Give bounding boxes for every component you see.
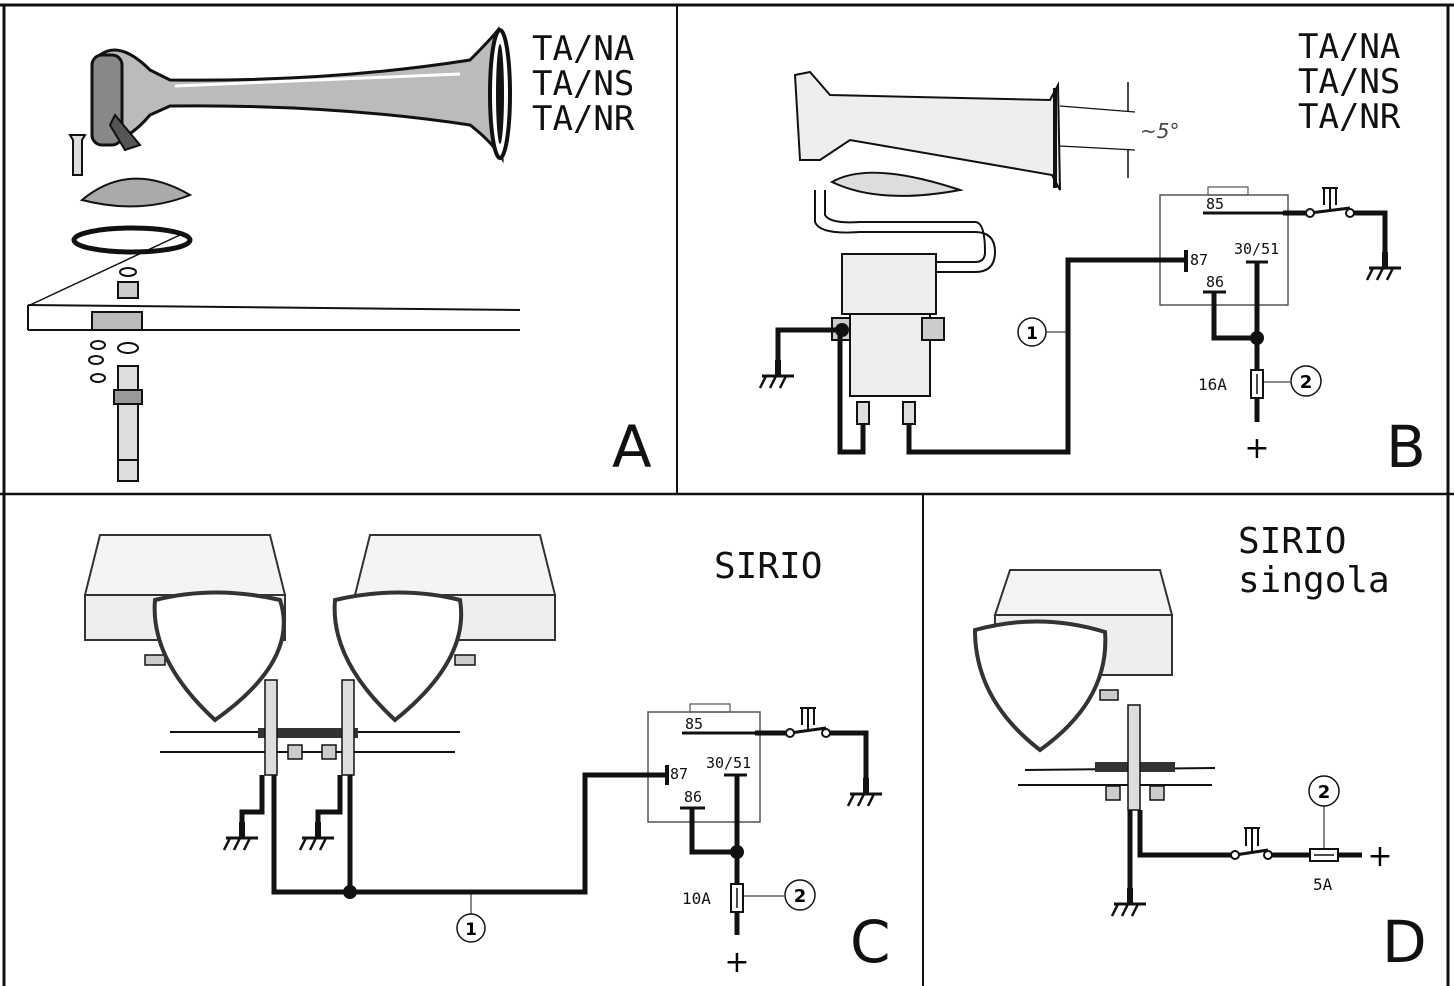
relay-pin-86: 86 bbox=[684, 788, 702, 806]
mounting-hardware-exploded bbox=[27, 134, 521, 482]
callout-fuse: 2 bbox=[794, 886, 807, 907]
model-label: TA/NA bbox=[1298, 27, 1400, 67]
callout-wire-circle bbox=[1017, 317, 1047, 347]
callout-fuse: 2 bbox=[1318, 782, 1331, 803]
air-horn-compressor-drawing bbox=[793, 70, 1061, 425]
fuse-c: 10A 2 bbox=[682, 879, 816, 913]
panel-b-model-list: TA/NA TA/NS TA/NR bbox=[1298, 27, 1401, 137]
fuse-d: 5A 2 bbox=[1308, 775, 1340, 894]
model-label: TA/NR bbox=[1298, 97, 1401, 137]
air-horn-trumpet-drawing bbox=[90, 25, 512, 164]
relay-pin-87: 87 bbox=[670, 765, 688, 783]
wiring-b bbox=[775, 210, 1388, 455]
panel-borders bbox=[0, 3, 1454, 986]
callout-wire: 1 bbox=[1026, 324, 1038, 344]
panel-title: SIRIO bbox=[714, 546, 822, 587]
relay-box: 85 87 30/51 86 bbox=[1159, 186, 1289, 306]
relay-pin-30-51: 30/51 bbox=[1234, 240, 1279, 258]
panel-c: SIRIO 85 87 bbox=[83, 534, 891, 980]
horn-push-button bbox=[1305, 187, 1355, 218]
battery-positive: + bbox=[1244, 431, 1269, 466]
relay-pin-87: 87 bbox=[1190, 251, 1208, 269]
panel-a-model-list: TA/NA TA/NS TA/NR bbox=[532, 29, 635, 139]
panel-letter: D bbox=[1382, 908, 1427, 976]
twin-horn-drawing bbox=[83, 534, 557, 776]
panel-a: TA/NA TA/NS TA/NR A bbox=[27, 25, 652, 482]
model-label: TA/NR bbox=[532, 99, 635, 139]
panel-letter: C bbox=[850, 908, 891, 976]
wiring-d bbox=[1127, 810, 1362, 898]
battery-positive: + bbox=[724, 945, 749, 980]
relay-pin-85: 85 bbox=[685, 715, 703, 733]
fuse-b: 16A 2 bbox=[1198, 365, 1322, 399]
panel-title: SIRIO bbox=[1238, 521, 1346, 562]
horn-push-button bbox=[785, 707, 831, 738]
relay-pin-85: 85 bbox=[1206, 195, 1224, 213]
callout-wire-circle bbox=[456, 913, 486, 943]
single-horn-drawing bbox=[972, 569, 1216, 811]
wiring-c bbox=[239, 730, 869, 935]
relay-box: 85 87 30/51 86 bbox=[647, 703, 761, 823]
callout-fuse: 2 bbox=[1300, 372, 1313, 393]
model-label: TA/NS bbox=[532, 64, 634, 104]
panel-letter: B bbox=[1386, 413, 1426, 481]
battery-positive: + bbox=[1367, 839, 1392, 874]
panel-letter: A bbox=[612, 413, 652, 481]
relay-pin-86: 86 bbox=[1206, 273, 1224, 291]
model-label: TA/NS bbox=[1298, 62, 1400, 102]
relay-pin-30-51: 30/51 bbox=[706, 754, 751, 772]
fuse-rating: 5A bbox=[1313, 875, 1333, 894]
horn-push-button bbox=[1230, 827, 1273, 860]
panel-d: SIRIO singola bbox=[972, 521, 1427, 976]
fuse-rating: 10A bbox=[682, 889, 711, 908]
panel-b: TA/NA TA/NS TA/NR ~5° bbox=[760, 27, 1426, 481]
fuse-rating: 16A bbox=[1198, 375, 1227, 394]
callout-wire: 1 bbox=[465, 920, 477, 940]
panel-title: singola bbox=[1238, 560, 1390, 601]
angle-label: ~5° bbox=[1140, 119, 1179, 143]
model-label: TA/NA bbox=[532, 29, 634, 69]
angle-annotation: ~5° bbox=[1059, 82, 1179, 178]
